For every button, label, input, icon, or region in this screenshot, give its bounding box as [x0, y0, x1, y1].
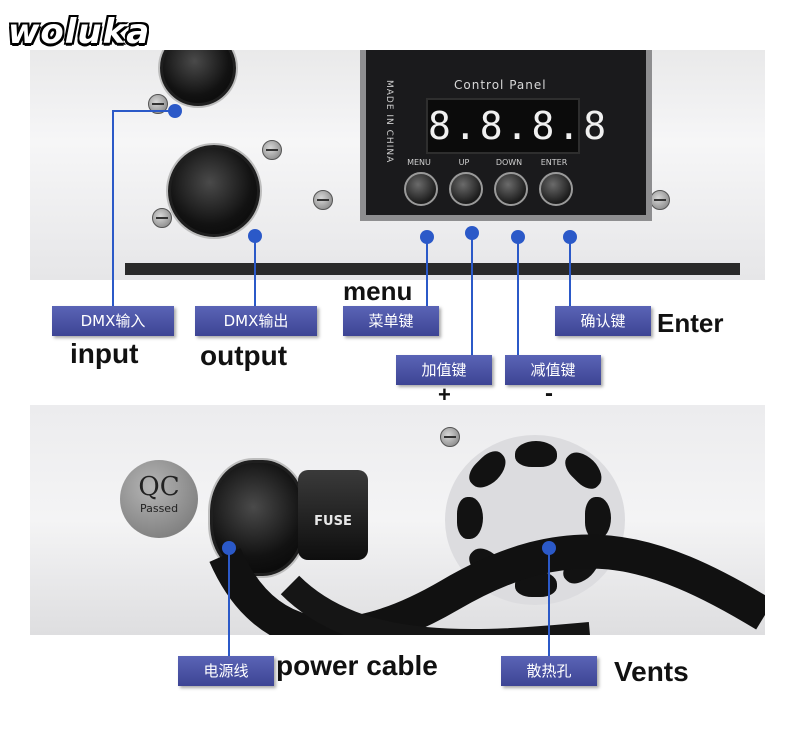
power-cable-caption: power cable — [276, 650, 438, 681]
enter-key-label: 确认键 — [555, 306, 651, 336]
control-panel: MADE IN CHINA Control Panel 8.8.8.8 MENU… — [360, 50, 652, 221]
power-cable-label: 电源线 — [178, 656, 274, 686]
pointer-line — [471, 236, 473, 356]
minus-caption: - — [545, 380, 553, 407]
screw-icon — [262, 140, 282, 160]
pointer-line — [112, 110, 172, 112]
pointer-dot — [563, 230, 577, 244]
down-button-label: DOWN — [495, 158, 523, 167]
pointer-dot — [222, 541, 236, 555]
pointer-line — [112, 110, 114, 306]
vent-slot — [515, 441, 557, 467]
dmx-output-label: DMX输出 — [195, 306, 317, 336]
fuse-holder: FUSE — [298, 470, 368, 560]
plus-caption: + — [438, 382, 451, 407]
dmx-input-connector — [160, 50, 236, 106]
enter-caption: Enter — [657, 308, 724, 338]
menu-caption: menu — [343, 276, 413, 306]
plus-key-label: 加值键 — [396, 355, 492, 385]
dmx-input-label: DMX输入 — [52, 306, 174, 336]
dmx-output-connector — [168, 145, 260, 237]
bottom-device-photo: QC Passed FUSE — [30, 405, 765, 635]
qc-passed-sticker: QC Passed — [120, 460, 198, 538]
screw-icon — [148, 94, 168, 114]
minus-key-label: 减值键 — [505, 355, 601, 385]
top-device-photo: MADE IN CHINA Control Panel 8.8.8.8 MENU… — [30, 50, 765, 280]
vents-label: 散热孔 — [501, 656, 597, 686]
screw-icon — [440, 427, 460, 447]
screw-icon — [152, 208, 172, 228]
pointer-line — [569, 240, 571, 306]
pointer-line — [548, 552, 550, 656]
led-display: 8.8.8.8 — [426, 98, 606, 154]
panel-slot — [125, 263, 740, 275]
menu-button-label: MENU — [407, 158, 431, 167]
enter-button[interactable] — [539, 172, 573, 206]
down-button[interactable] — [494, 172, 528, 206]
pointer-line — [254, 240, 256, 306]
screw-icon — [313, 190, 333, 210]
pointer-dot — [465, 226, 479, 240]
up-button-label: UP — [458, 158, 470, 167]
dmx-input-caption: input — [70, 338, 139, 369]
vents-caption: Vents — [614, 656, 689, 687]
up-button[interactable] — [449, 172, 483, 206]
menu-button[interactable] — [404, 172, 438, 206]
pointer-line — [228, 552, 230, 656]
pointer-dot — [248, 229, 262, 243]
pointer-dot — [511, 230, 525, 244]
pointer-line — [426, 240, 428, 306]
made-in-china-text: MADE IN CHINA — [384, 80, 394, 164]
control-panel-title: Control Panel — [454, 78, 547, 92]
pointer-dot — [420, 230, 434, 244]
qc-text: QC — [138, 472, 180, 502]
menu-key-label: 菜单键 — [343, 306, 439, 336]
brand-logo: woluka — [8, 12, 151, 52]
dmx-output-caption: output — [200, 340, 288, 371]
power-cable — [209, 534, 765, 635]
enter-button-label: ENTER — [540, 158, 568, 167]
qc-passed-text: Passed — [139, 502, 179, 515]
pointer-dot — [542, 541, 556, 555]
pointer-dot — [168, 104, 182, 118]
screw-icon — [650, 190, 670, 210]
pointer-line — [517, 240, 519, 356]
